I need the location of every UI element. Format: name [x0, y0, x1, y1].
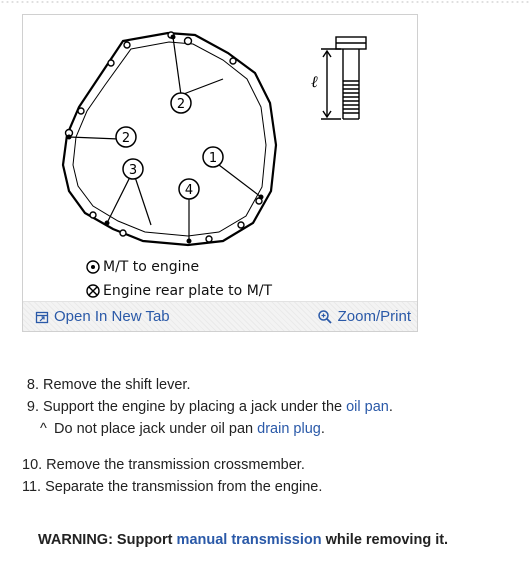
- dimension-label: ℓ: [311, 72, 318, 91]
- step-number: 8.: [26, 377, 39, 393]
- warning-suffix: while removing it.: [321, 532, 449, 548]
- bolt-diagram: 2 2 3 1 4 ℓ: [61, 31, 367, 247]
- bolt-hole: [119, 229, 127, 237]
- open-in-new-tab-label: Open In New Tab: [54, 308, 170, 325]
- callout-4: 4: [185, 183, 193, 198]
- legend-text: Engine rear plate to M/T: [103, 283, 273, 299]
- open-tab-icon: [35, 311, 49, 323]
- legend-row: Engine rear plate to M/T: [83, 279, 272, 303]
- figure-toolbar: Open In New Tab Zoom/Print: [23, 301, 417, 331]
- step-number: 11.: [22, 479, 42, 495]
- step-gap: [22, 440, 393, 454]
- bolt-side-view: [321, 36, 367, 120]
- step-text: Remove the transmission crossmember.: [46, 457, 305, 473]
- bolt-hole: [77, 107, 85, 115]
- step-text: Separate the transmission from the engin…: [45, 479, 323, 495]
- procedure-steps: 8. Remove the shift lever. 9. Support th…: [22, 374, 393, 498]
- step-number: 9.: [26, 399, 39, 415]
- zoom-print-label: Zoom/Print: [337, 308, 411, 325]
- step-text: Support the engine by placing a jack und…: [43, 399, 393, 415]
- bolt-circle-x-icon: [86, 284, 100, 298]
- step-item: 9. Support the engine by placing a jack …: [22, 396, 393, 418]
- note-text: Do not place jack under oil pan drain pl…: [54, 421, 325, 437]
- warning-note: WARNING: Support manual transmission whi…: [38, 532, 448, 548]
- note-caret: ^: [40, 421, 47, 437]
- oil-pan-link[interactable]: oil pan: [346, 399, 389, 415]
- legend-text: M/T to engine: [103, 259, 200, 275]
- housing-inner: [72, 41, 267, 237]
- callout-2a: 2: [177, 97, 185, 112]
- callout-3: 3: [129, 163, 137, 178]
- bolt-hole: [205, 235, 213, 243]
- step-item: 8. Remove the shift lever.: [22, 374, 393, 396]
- bolt-hole: [183, 36, 193, 46]
- bolt-circle-dot-icon: [86, 260, 100, 274]
- warning-prefix: WARNING: Support: [38, 532, 177, 548]
- manual-transmission-link[interactable]: manual transmission: [176, 532, 322, 548]
- bolt-hole: [89, 211, 97, 219]
- zoom-print-link[interactable]: Zoom/Print: [317, 308, 411, 325]
- bolt-hole: [237, 221, 245, 229]
- magnifier-icon: [317, 309, 332, 324]
- bolt-hole: [107, 59, 115, 67]
- open-in-new-tab-link[interactable]: Open In New Tab: [35, 308, 170, 325]
- bolt-hole: [229, 57, 237, 65]
- callout-1: 1: [209, 151, 217, 166]
- step-text: Remove the shift lever.: [43, 377, 191, 393]
- figure-container: 2 2 3 1 4 ℓ: [22, 14, 418, 332]
- housing-outline: [61, 31, 278, 247]
- step-note: ^ Do not place jack under oil pan drain …: [22, 418, 393, 440]
- figure-legend: M/T to engine Engine rear plate to M/T: [83, 255, 272, 303]
- bolt-hole: [123, 41, 131, 49]
- legend-row: M/T to engine: [83, 255, 272, 279]
- step-item: 10. Remove the transmission crossmember.: [22, 454, 393, 476]
- step-number: 10.: [22, 457, 43, 473]
- callout-2b: 2: [122, 131, 130, 146]
- top-dotted-divider: [0, 0, 531, 4]
- drain-plug-link[interactable]: drain plug: [257, 421, 321, 437]
- step-item: 11. Separate the transmission from the e…: [22, 476, 393, 498]
